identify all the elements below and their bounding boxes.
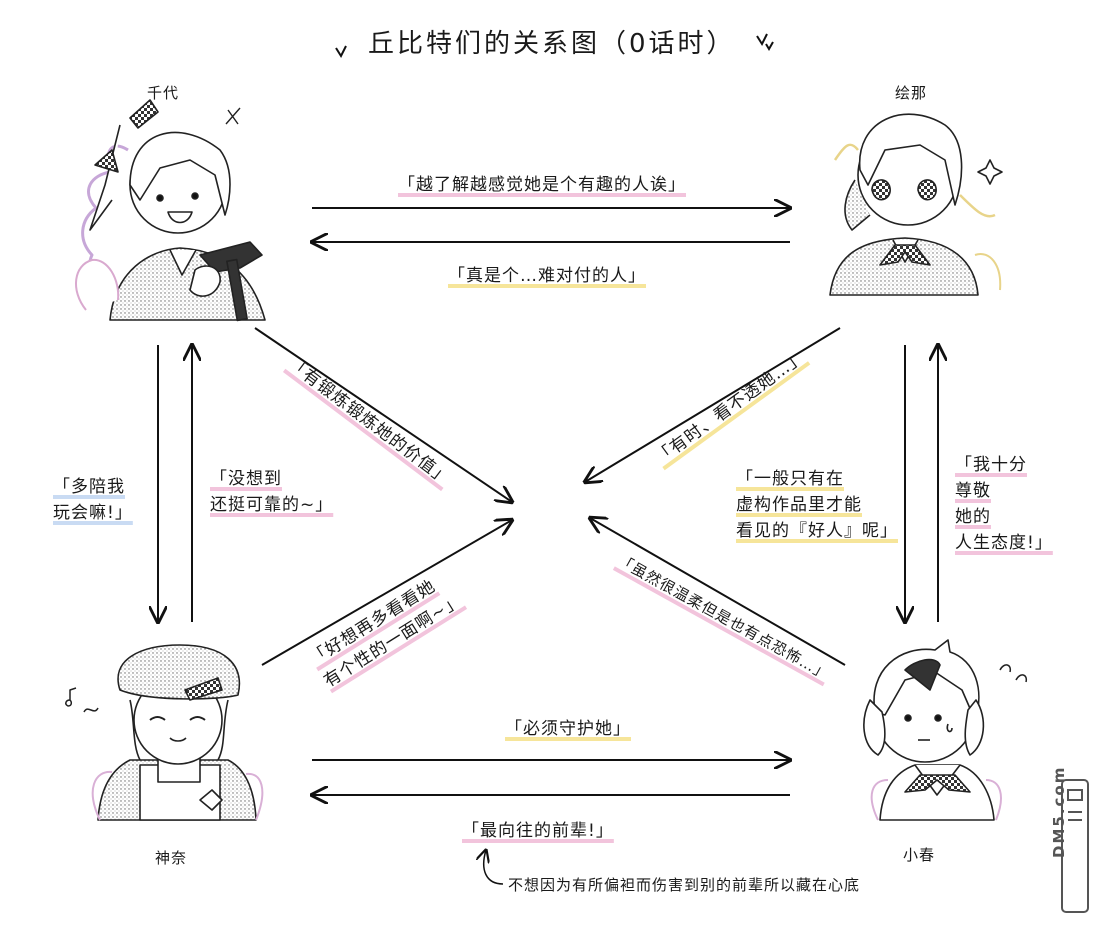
- relation-kanna-to-chiyo: 「没想到 还挺可靠的~」: [210, 469, 334, 515]
- relation-ena-to-koharu: 「一般只有在 虚构作品里才能 看见的『好人』呢」: [736, 469, 898, 541]
- relation-chiyo-to-ena: 「越了解越感觉她是个有趣的人诶」: [398, 175, 686, 195]
- relation-chiyo-to-kanna: 「多陪我 玩会嘛!」: [53, 477, 133, 523]
- watermark-text: DM5.com: [1050, 765, 1068, 858]
- arrow-chiyo-to-center: [254, 327, 512, 502]
- arrow-ena-to-center: [585, 327, 841, 482]
- name-ena: 绘那: [895, 84, 928, 102]
- relation-kanna-to-koharu: 「必须守护她」: [505, 719, 631, 739]
- kanna-portrait: [65, 644, 264, 821]
- chiyo-portrait: [74, 99, 266, 322]
- name-koharu: 小春: [903, 846, 936, 864]
- name-chiyo: 千代: [147, 84, 180, 102]
- koharu-portrait: [863, 639, 1028, 821]
- title-decoration: [335, 33, 774, 59]
- annotation-pointer: [484, 850, 504, 885]
- relation-arrows: [158, 208, 938, 885]
- relation-ena-to-chiyo: 「真是个…难对付的人」: [448, 266, 646, 286]
- hidden-feelings-annotation: 不想因为有所偏袒而伤害到别的前辈所以藏在心底: [508, 876, 861, 894]
- page-title: 丘比特们的关系图（0话时）: [368, 29, 736, 59]
- arrow-kanna-to-center: [261, 520, 512, 666]
- name-kanna: 神奈: [155, 849, 188, 867]
- relation-koharu-to-ena: 「我十分 尊敬 她的 人生态度!」: [955, 455, 1053, 553]
- relation-koharu-to-kanna: 「最向往的前辈!」: [462, 821, 614, 841]
- arrow-koharu-to-center: [590, 518, 846, 666]
- ena-portrait: [829, 113, 1003, 296]
- watermark-logo: [1061, 779, 1089, 913]
